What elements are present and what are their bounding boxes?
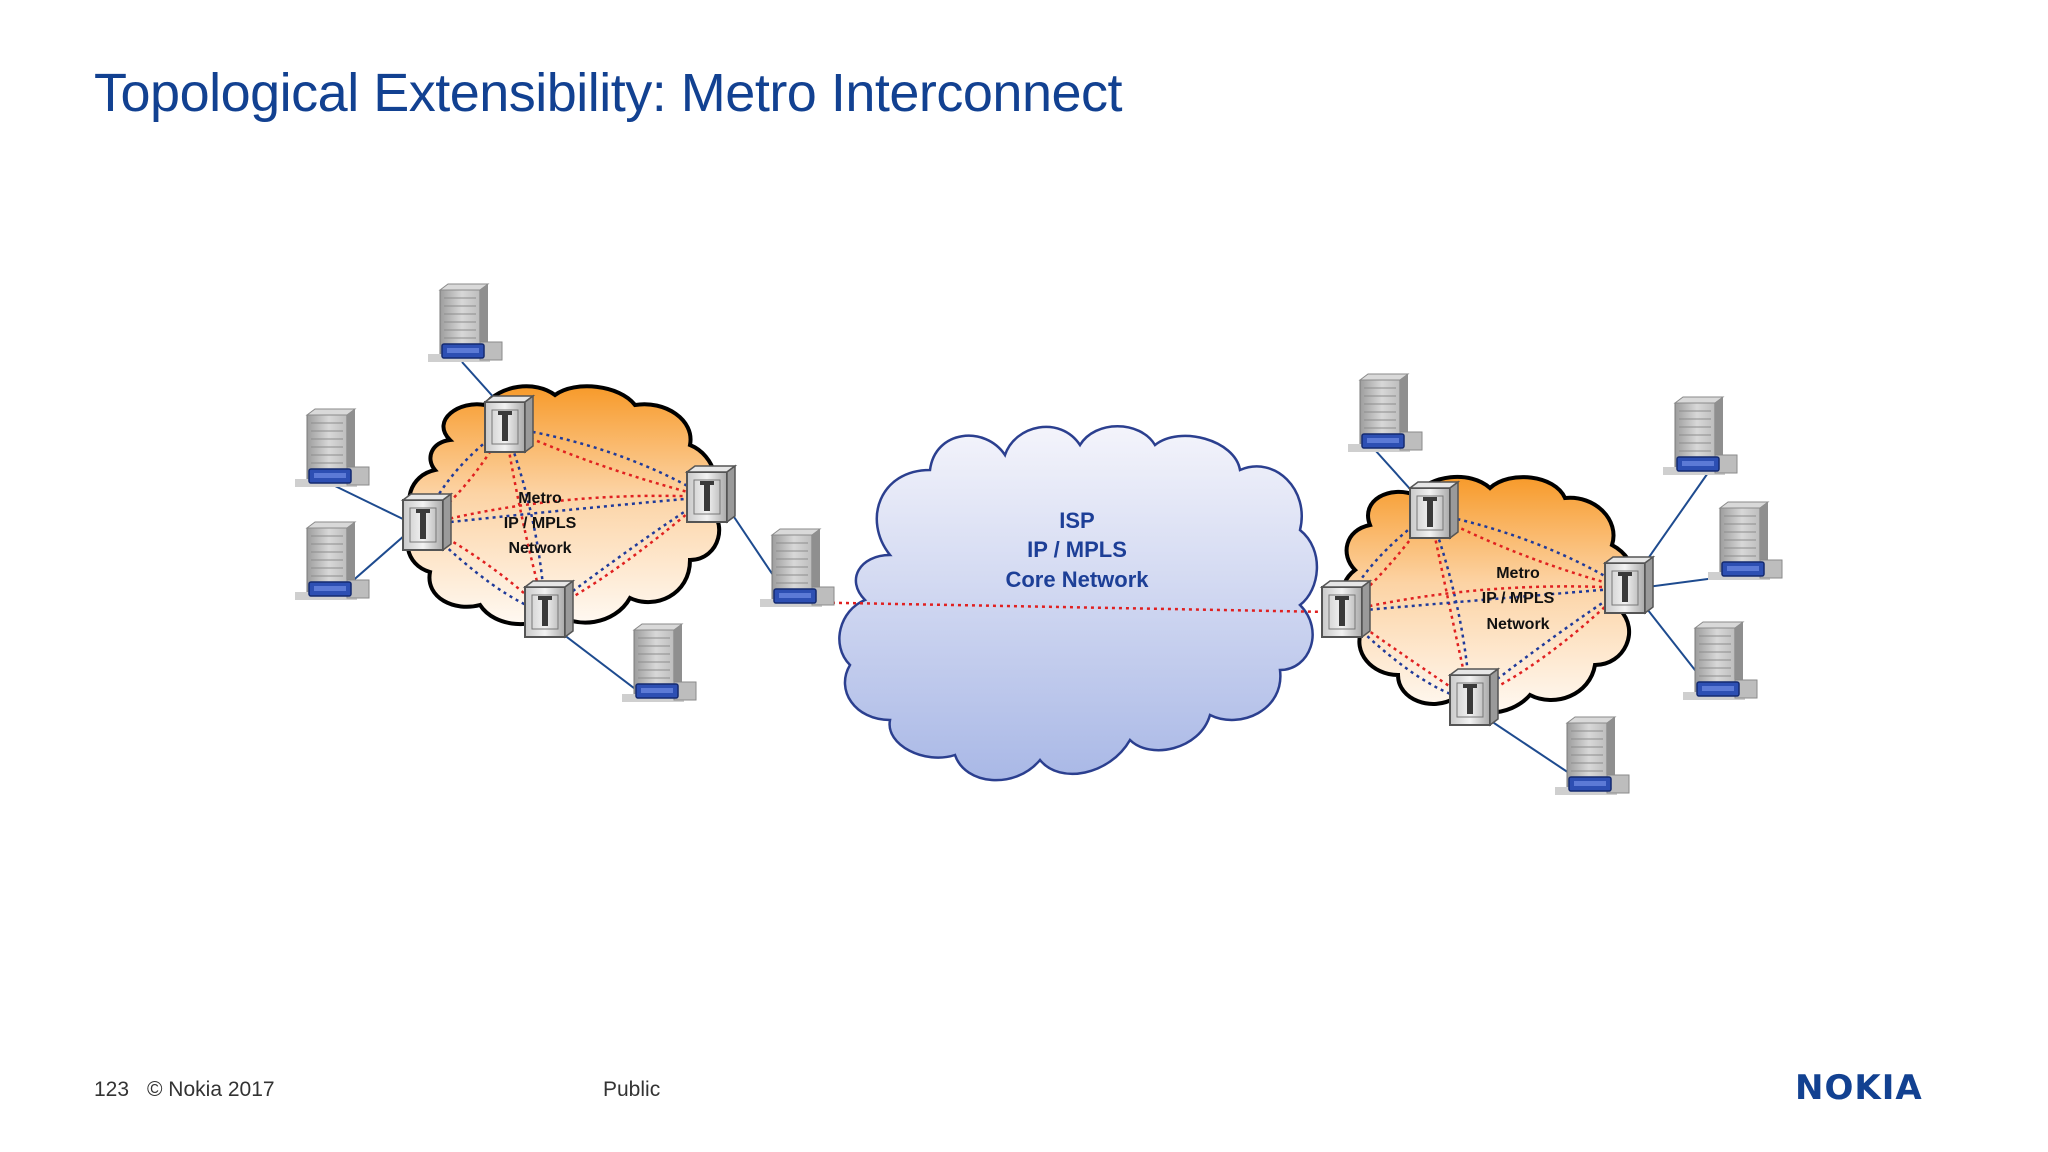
left-metro-router-right-icon [686, 465, 736, 523]
core-transit-link [789, 600, 1331, 614]
left-site-bottom-building-icon [621, 623, 697, 703]
slide-title: Topological Extensibility: Metro Interco… [94, 63, 1123, 123]
left-metro-label-line2: IP / MPLS [504, 515, 577, 532]
core-cloud-label-line1: ISP [1059, 508, 1094, 533]
right-site-mid-right-building-icon [1707, 501, 1783, 581]
page-number: 123 [94, 1078, 130, 1101]
right-metro-label-line2: IP / MPLS [1482, 590, 1555, 607]
left-site-upper-building-icon [294, 408, 370, 488]
core-cloud-label-line2: IP / MPLS [1027, 537, 1127, 562]
nokia-logo: NOKIA [1795, 1068, 1923, 1108]
classification-label: Public [603, 1078, 661, 1101]
copyright: © Nokia 2017 [147, 1078, 275, 1101]
right-metro-label-line3: Network [1486, 616, 1549, 633]
left-metro-router-top-icon [484, 395, 534, 453]
right-metro-router-right-icon [1604, 556, 1654, 614]
right-metro-router-bottom-icon [1449, 668, 1499, 726]
right-site-top-building-icon [1347, 373, 1423, 453]
left-metro-router-bottom-icon [524, 580, 574, 638]
right-site-bottom-building-icon [1554, 716, 1630, 796]
left-metro-router-left-icon [402, 493, 452, 551]
core-cloud-label-line3: Core Network [1005, 567, 1149, 592]
right-site-lower-right-building-icon [1682, 621, 1758, 701]
left-metro-label-line3: Network [508, 540, 571, 557]
right-metro-router-left-icon [1321, 580, 1371, 638]
core-cloud [838, 425, 1319, 782]
right-metro-label-line1: Metro [1496, 565, 1540, 582]
left-site-right-building-icon [759, 528, 835, 608]
right-site-upper-right-building-icon [1662, 396, 1738, 476]
right-metro-router-top-icon [1409, 481, 1459, 539]
left-site-lower-building-icon [294, 521, 370, 601]
left-metro-label-line1: Metro [518, 490, 562, 507]
left-site-top-building-icon [427, 283, 503, 363]
